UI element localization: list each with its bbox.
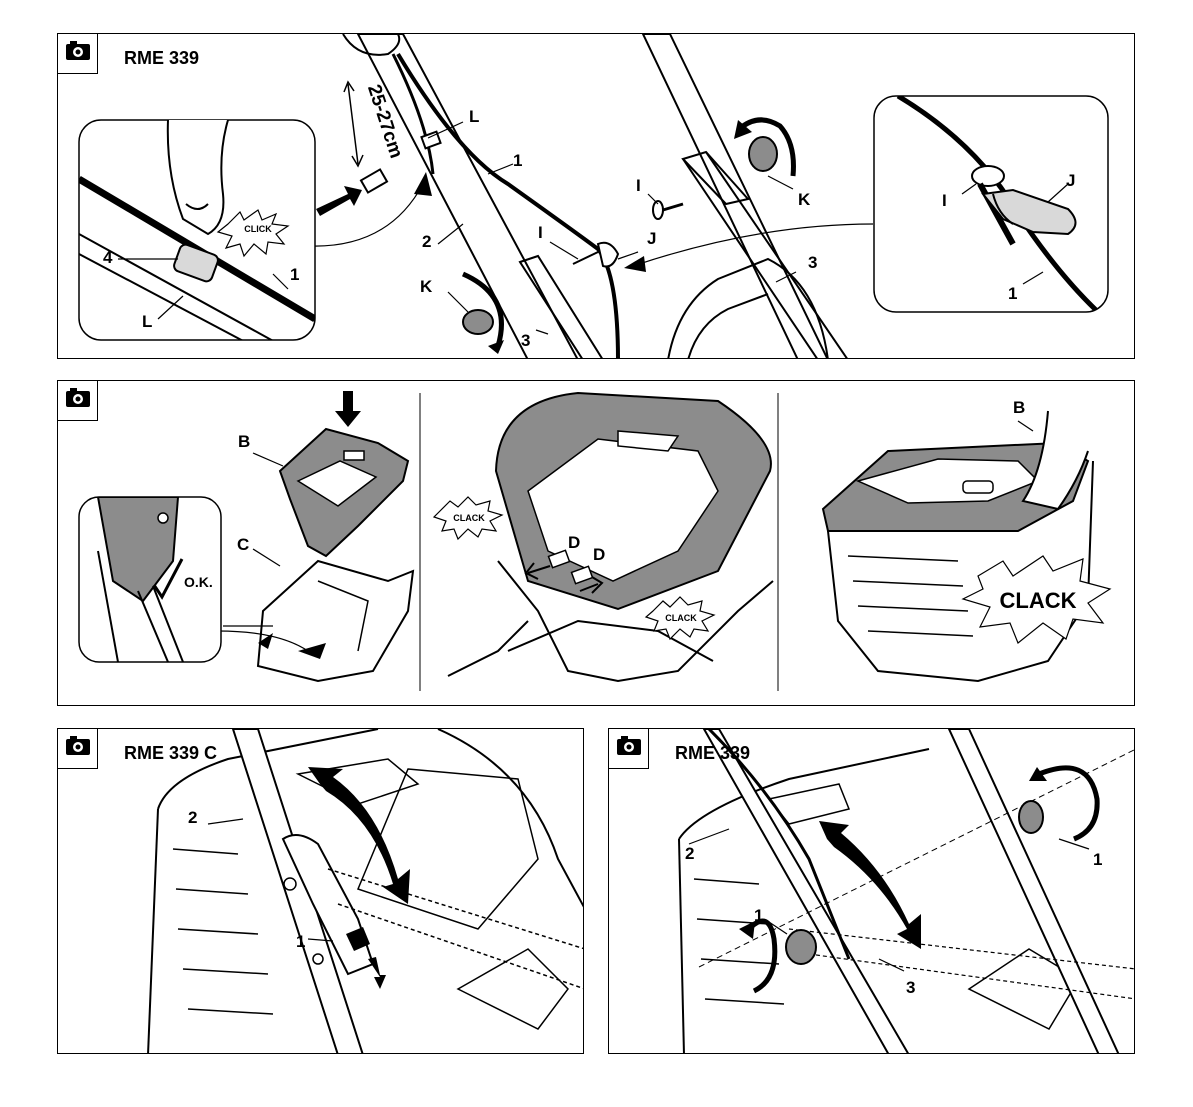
label-L-inset: L — [142, 313, 152, 330]
label-2: 2 — [685, 845, 694, 862]
camera-icon — [58, 34, 98, 74]
label-D-left: D — [568, 534, 580, 551]
label-3: 3 — [906, 979, 915, 996]
model-title: RME 339 — [124, 48, 199, 69]
label-I-lower: I — [538, 224, 543, 241]
label-4-inset: 4 — [103, 249, 112, 266]
label-J: J — [647, 230, 656, 247]
model-title: RME 339 — [675, 743, 750, 764]
label-1-left: 1 — [754, 907, 763, 924]
label-I-inset: I — [942, 192, 947, 209]
camera-icon — [58, 381, 98, 421]
handle-assembly-illustration — [58, 34, 1135, 359]
grass-bag-illustration — [58, 381, 1135, 706]
clack-left-text: CLACK — [436, 513, 502, 523]
label-L-top: L — [469, 108, 479, 125]
label-2: 2 — [188, 809, 197, 826]
height-adjust-c-illustration — [58, 729, 584, 1054]
clack-right-text: CLACK — [648, 613, 714, 623]
label-2: 2 — [422, 233, 431, 250]
label-C: C — [237, 536, 249, 553]
label-1-top: 1 — [513, 152, 522, 169]
label-D-right: D — [593, 546, 605, 563]
label-I-upper: I — [636, 177, 641, 194]
camera-icon — [609, 729, 649, 769]
panel-handle-assembly: RME 339 25-27cm L 1 2 I I J K 3 K 3 4 1 … — [57, 33, 1135, 359]
model-title: RME 339 C — [124, 743, 217, 764]
panel-height-adjust: RME 339 2 1 1 3 — [608, 728, 1135, 1054]
label-K-left: K — [420, 278, 432, 295]
height-adjust-illustration — [609, 729, 1135, 1054]
label-1-right: 1 — [1093, 851, 1102, 868]
label-B-right: B — [1013, 399, 1025, 416]
clack-big-text: CLACK — [978, 588, 1098, 614]
label-3-left: 3 — [521, 332, 530, 349]
label-B: B — [238, 433, 250, 450]
ok-label: O.K. — [184, 575, 213, 589]
label-3-right: 3 — [808, 254, 817, 271]
label-K-right: K — [798, 191, 810, 208]
panel-grass-bag-assembly: B C O.K. D D B CLACK CLACK CLACK — [57, 380, 1135, 706]
panel-height-adjust-c: RME 339 C 2 1 — [57, 728, 584, 1054]
click-burst-text: CLICK — [228, 224, 288, 234]
camera-icon — [58, 729, 98, 769]
label-J-inset: J — [1066, 172, 1075, 189]
label-1-inset-right: 1 — [1008, 285, 1017, 302]
label-1: 1 — [296, 933, 305, 950]
label-1-inset: 1 — [290, 266, 299, 283]
